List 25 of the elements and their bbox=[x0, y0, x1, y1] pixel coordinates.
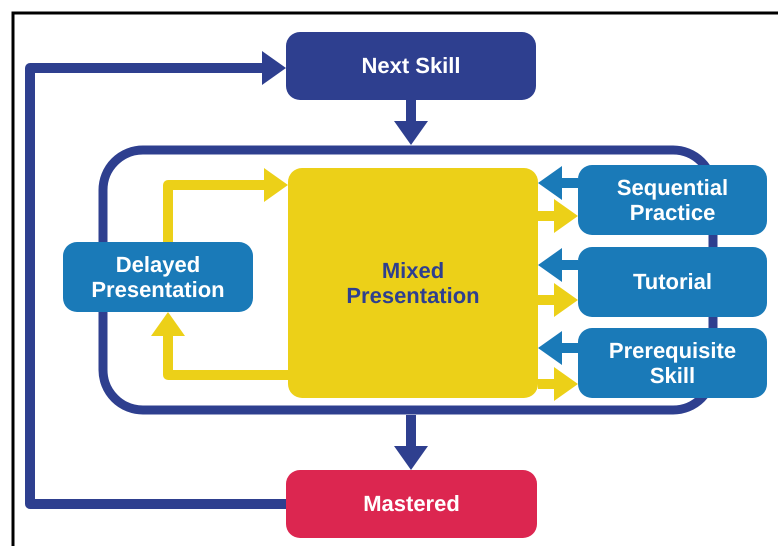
box-label: Delayed Presentation bbox=[90, 252, 226, 302]
activity-panel bbox=[288, 168, 538, 398]
arrow bbox=[538, 199, 578, 233]
box-label: Mastered bbox=[363, 491, 460, 517]
arrow bbox=[151, 312, 288, 380]
arrow bbox=[25, 51, 286, 509]
arrow bbox=[394, 100, 428, 145]
arrow bbox=[538, 367, 578, 401]
status-box bbox=[286, 470, 537, 538]
process-box bbox=[63, 242, 253, 312]
box-label: Next Skill bbox=[361, 53, 461, 79]
arrow bbox=[538, 283, 578, 317]
status-box bbox=[286, 32, 536, 100]
box-label: Tutorial bbox=[632, 269, 712, 295]
process-box bbox=[578, 247, 767, 317]
process-box bbox=[578, 165, 767, 235]
arrow bbox=[538, 166, 578, 200]
arrow bbox=[163, 168, 288, 242]
arrow bbox=[394, 415, 428, 470]
arrow bbox=[538, 248, 578, 282]
process-box bbox=[578, 328, 767, 398]
arrow bbox=[538, 331, 578, 365]
box-label: Prerequisite Skill bbox=[608, 338, 738, 388]
box-label: Sequential Practice bbox=[616, 174, 730, 226]
box-label: Mixed Presentation bbox=[345, 258, 481, 308]
